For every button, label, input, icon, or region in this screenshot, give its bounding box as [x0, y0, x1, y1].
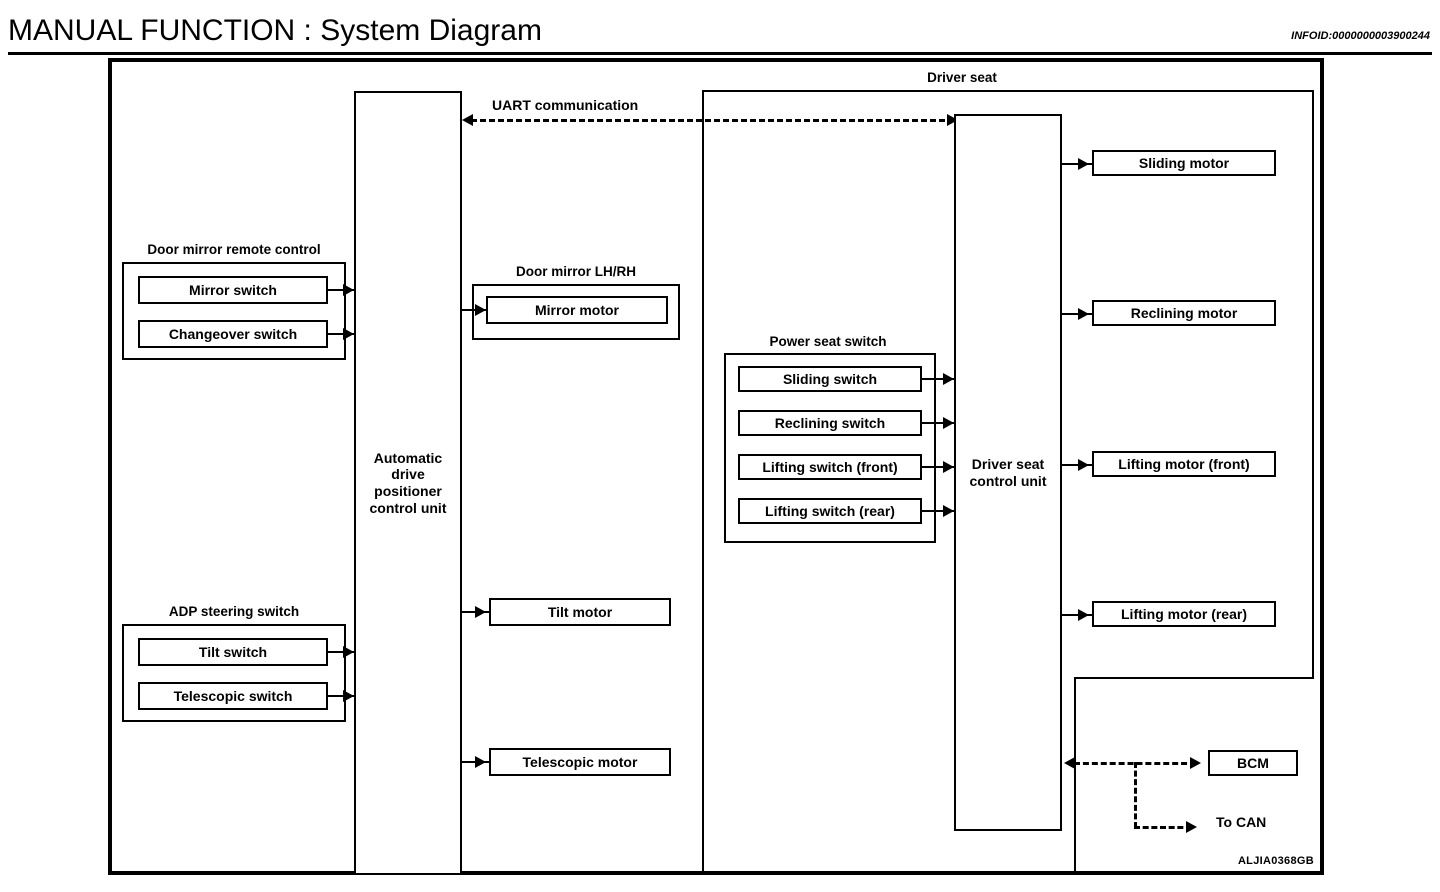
lifting-switch-front-arrow — [943, 461, 954, 473]
can-dashed-branch-horizontal — [1134, 826, 1192, 829]
lifting-switch-rear-connector — [922, 510, 954, 512]
lifting-motor-rear-connector — [1062, 614, 1092, 616]
infoid-label: INFOID:0000000003900244 — [1291, 30, 1430, 42]
figure-id-label: ALJIA0368GB — [1237, 855, 1314, 867]
driver-seat-border-bottom — [702, 873, 1076, 875]
telescopic-motor-box[interactable]: Telescopic motor — [489, 748, 671, 776]
lifting-switch-front-box[interactable]: Lifting switch (front) — [738, 454, 922, 480]
telescopic-motor-arrow — [475, 756, 486, 768]
sliding-motor-arrow — [1078, 158, 1089, 170]
driver-seat-border-right-upper — [1312, 90, 1314, 679]
reclining-motor-connector — [1062, 313, 1092, 315]
adp-cu-line1: Automatic — [373, 449, 443, 466]
driver-seat-border-left — [702, 90, 704, 875]
lifting-switch-rear-box[interactable]: Lifting switch (rear) — [738, 498, 922, 524]
telescopic-switch-box[interactable]: Telescopic switch — [138, 682, 328, 710]
lifting-switch-rear-arrow — [943, 505, 954, 517]
tilt-switch-arrow — [343, 646, 354, 658]
dscu-line2: control unit — [969, 472, 1047, 489]
mirror-switch-box[interactable]: Mirror switch — [138, 276, 328, 304]
tilt-switch-connector — [328, 651, 354, 653]
telescopic-switch-connector — [328, 695, 354, 697]
bcm-box[interactable]: BCM — [1208, 750, 1298, 776]
changeover-switch-connector — [328, 333, 354, 335]
mirror-switch-arrow — [343, 284, 354, 296]
reclining-switch-arrow — [943, 417, 954, 429]
sliding-motor-box[interactable]: Sliding motor — [1092, 150, 1276, 176]
changeover-switch-arrow — [343, 328, 354, 340]
lifting-motor-rear-arrow — [1078, 609, 1089, 621]
automatic-drive-positioner-control-unit: Automatic drive positioner control unit — [354, 91, 462, 875]
adp-steering-switch-label: ADP steering switch — [168, 604, 300, 619]
adp-cu-line4: control unit — [369, 499, 447, 516]
tilt-switch-box[interactable]: Tilt switch — [138, 638, 328, 666]
reclining-motor-arrow — [1078, 308, 1089, 320]
can-dashed-branch-vertical — [1134, 762, 1137, 828]
reclining-motor-box[interactable]: Reclining motor — [1092, 300, 1276, 326]
mirror-switch-connector — [328, 289, 354, 291]
telescopic-switch-arrow — [343, 690, 354, 702]
adp-cu-line3: positioner — [374, 483, 442, 499]
tilt-motor-arrow — [475, 606, 486, 618]
reclining-switch-connector — [922, 422, 954, 424]
sliding-switch-connector — [922, 378, 954, 380]
sliding-switch-box[interactable]: Sliding switch — [738, 366, 922, 392]
lifting-motor-rear-box[interactable]: Lifting motor (rear) — [1092, 601, 1276, 627]
dscu-line1: Driver seat — [971, 455, 1045, 472]
title-divider — [8, 52, 1432, 55]
lifting-motor-front-arrow — [1078, 459, 1089, 471]
driver-seat-group-label: Driver seat — [927, 70, 997, 85]
driver-seat-border-step — [1074, 677, 1314, 679]
reclining-switch-box[interactable]: Reclining switch — [738, 410, 922, 436]
uart-arrow-left — [462, 114, 473, 126]
uart-communication-label: UART communication — [492, 97, 639, 113]
uart-dashed-line — [471, 119, 954, 122]
adp-cu-line2: drive — [391, 466, 425, 483]
lifting-switch-front-connector — [922, 466, 954, 468]
driver-seat-control-unit: Driver seat control unit — [954, 114, 1062, 831]
lifting-motor-front-connector — [1062, 464, 1092, 466]
sliding-switch-arrow — [943, 373, 954, 385]
to-can-label: To CAN — [1216, 814, 1267, 830]
changeover-switch-box[interactable]: Changeover switch — [138, 320, 328, 348]
mirror-motor-box[interactable]: Mirror motor — [486, 296, 668, 324]
door-mirror-lh-rh-label: Door mirror LH/RH — [515, 264, 636, 279]
bcm-arrow-left — [1064, 757, 1075, 769]
power-seat-switch-label: Power seat switch — [769, 334, 887, 349]
driver-seat-border-top — [702, 90, 1314, 92]
sliding-motor-connector — [1062, 163, 1092, 165]
door-mirror-remote-control-label: Door mirror remote control — [147, 242, 321, 257]
tilt-motor-box[interactable]: Tilt motor — [489, 598, 671, 626]
mirror-motor-connector — [462, 309, 486, 311]
driver-seat-border-right-lower — [1074, 677, 1076, 875]
lifting-motor-front-box[interactable]: Lifting motor (front) — [1092, 451, 1276, 477]
mirror-motor-arrow — [475, 304, 486, 316]
uart-arrow-right — [947, 114, 958, 126]
can-arrow-right — [1186, 821, 1197, 833]
page-title: MANUAL FUNCTION : System Diagram — [8, 14, 542, 47]
diagram-frame: Driver seat Automatic drive positioner c… — [108, 58, 1324, 875]
bcm-arrow-right — [1190, 757, 1201, 769]
